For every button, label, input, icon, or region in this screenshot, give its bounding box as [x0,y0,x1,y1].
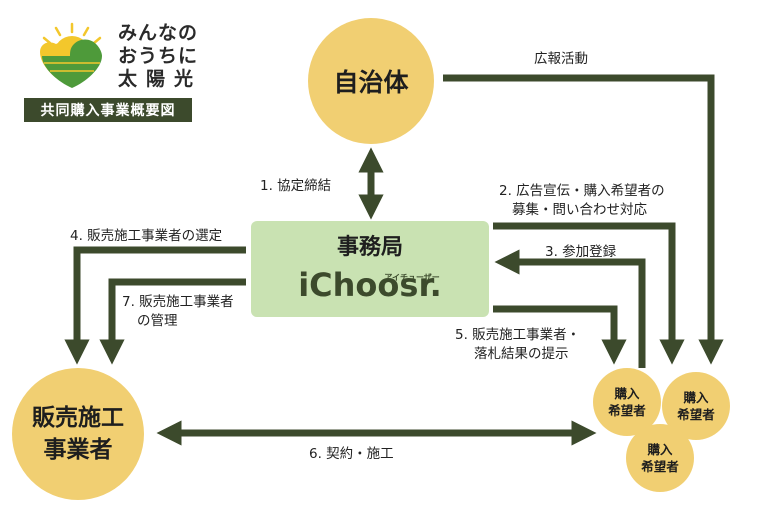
buyer-label-line2: 希望者 [677,407,715,422]
office-title: 事務局 [336,235,403,260]
label-select: 4. 販売施工事業者の選定 [70,228,223,244]
logo [34,22,114,92]
buyer-node-bottom: 購入 希望者 [626,424,694,492]
buyer-label-line2: 希望者 [641,459,679,474]
arrow-register [494,249,646,368]
buyer-label-line1: 購入 [614,386,640,401]
ichoosr-brand: iChoosr. アイチューザー [298,267,442,303]
office-node: 事務局 iChoosr. アイチューザー [251,221,489,317]
label-recruit-line2: 募集・問い合わせ対応 [512,202,647,218]
installer-label-line1: 販売施工 [32,405,124,431]
ichoosr-kana: アイチューザー [384,273,440,282]
label-contract: 6. 契約・施工 [309,446,394,462]
municipality-node: 自治体 [308,18,434,144]
sun-heart-logo-icon [40,22,102,88]
label-present-line2: 落札結果の提示 [474,346,569,362]
installer-node: 販売施工 事業者 [12,368,144,500]
label-present-line1: 5. 販売施工事業者・ [455,327,581,343]
arrow-present [493,305,627,365]
arrow-pr [443,74,724,365]
buyer-label-line1: 購入 [647,442,673,457]
buyer-label-line2: 希望者 [608,403,646,418]
installer-label-line2: 事業者 [43,437,113,463]
logo-text-line3: 太陽光 [118,68,203,90]
buyer-label-line1: 購入 [683,390,709,405]
arrow-manage [99,278,246,365]
label-recruit-line1: 2. 広告宣伝・購入希望者の [499,183,665,199]
municipality-label: 自治体 [333,68,409,97]
ichoosr-wordmark: iChoosr. [298,266,442,304]
label-manage-line2: の管理 [137,313,178,329]
logo-text-line2: おうちに [118,45,199,67]
arrow-recruit [493,222,685,365]
buyer-node-right: 購入 希望者 [662,372,730,440]
diagram-title-badge: 共同購入事業概要図 [24,98,192,122]
label-manage-line1: 7. 販売施工事業者 [122,294,234,310]
label-register: 3. 参加登録 [545,244,617,260]
label-pr: 広報活動 [534,51,588,67]
arrow-select [64,246,246,365]
logo-text-line1: みんなの [118,22,199,44]
label-agreement: 1. 協定締結 [260,178,332,194]
